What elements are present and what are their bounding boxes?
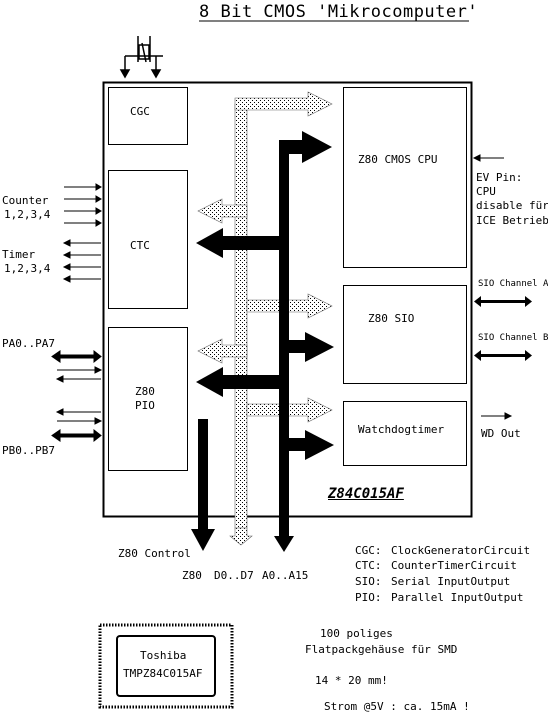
- chip-label: Z84C015AF: [328, 486, 404, 502]
- pb-label: PB0..PB7: [2, 444, 55, 457]
- legend-abbr: SIO:: [355, 575, 382, 588]
- sio-channel-b-label: SIO Channel B: [478, 333, 548, 343]
- cgc-block: CGC: [108, 87, 188, 145]
- note-power: Strom @5V : ca. 15mA !: [324, 700, 470, 713]
- sio-label: Z80 SIO: [368, 312, 415, 325]
- z80-control-arrow: [191, 419, 215, 551]
- pio-block: Z80 PIO: [108, 327, 188, 471]
- ev-pin-arrow: [472, 154, 504, 162]
- legend-text: Serial InputOutput: [391, 575, 511, 588]
- watchdog-label: Watchdogtimer: [358, 423, 445, 436]
- clock-connector: [119, 36, 163, 79]
- watchdog-block: Watchdogtimer: [343, 401, 467, 466]
- address-bus: [196, 131, 334, 552]
- ctc-block: CTC: [108, 170, 188, 309]
- note-size: 14 * 20 mm!: [315, 674, 388, 687]
- wd-out-label: WD Out: [481, 427, 521, 440]
- legend-abbr: CGC:: [355, 544, 382, 557]
- package-part: TMPZ84C015AF: [123, 667, 203, 680]
- package-maker: Toshiba: [140, 649, 187, 662]
- pa-arrows: [51, 349, 103, 383]
- note-package: Flatpackgehäuse für SMD: [305, 643, 458, 656]
- ev-disable-label: disable für: [476, 199, 548, 212]
- ev-cpu-label: CPU: [476, 185, 496, 198]
- address-bus-label: A0..A15: [262, 569, 309, 582]
- sio-channel-arrows: [474, 296, 532, 361]
- note-pins: 100 poliges: [320, 627, 393, 640]
- counter-numbers: 1,2,3,4: [4, 208, 51, 221]
- timer-arrows: [62, 239, 101, 283]
- legend-abbr: PIO:: [355, 591, 382, 604]
- timer-label: Timer: [2, 248, 36, 261]
- cpu-block: Z80 CMOS CPU: [343, 87, 467, 268]
- data-bus-label: D0..D7: [214, 569, 254, 582]
- ev-ice-label: ICE Betrieb: [476, 214, 548, 227]
- pio-label-line1: Z80: [135, 385, 155, 398]
- package-drawing: [98, 623, 234, 709]
- page-title: 8 Bit CMOS 'Mikrocomputer': [199, 2, 479, 22]
- ev-pin-label: EV Pin:: [476, 171, 523, 184]
- sio-block: Z80 SIO: [343, 285, 467, 384]
- ctc-label: CTC: [130, 239, 150, 252]
- cgc-label: CGC: [130, 105, 150, 118]
- sio-channel-a-label: SIO Channel A: [478, 279, 548, 289]
- legend-abbr: CTC:: [355, 559, 382, 572]
- wd-out-arrow: [481, 412, 513, 420]
- legend-text: CounterTimerCircuit: [391, 559, 517, 572]
- z80-label: Z80: [182, 569, 202, 582]
- cpu-label: Z80 CMOS CPU: [358, 153, 438, 166]
- legend-text: Parallel InputOutput: [391, 591, 524, 604]
- pb-arrows: [51, 408, 103, 443]
- z80-control-label: Z80 Control: [118, 547, 191, 560]
- data-bus: [197, 91, 333, 546]
- timer-numbers: 1,2,3,4: [4, 262, 51, 275]
- counter-label: Counter: [2, 194, 49, 207]
- legend-text: ClockGeneratorCircuit: [391, 544, 531, 557]
- counter-arrows: [64, 183, 102, 227]
- pio-label-line2: PIO: [135, 399, 155, 412]
- pa-label: PA0..PA7: [2, 337, 55, 350]
